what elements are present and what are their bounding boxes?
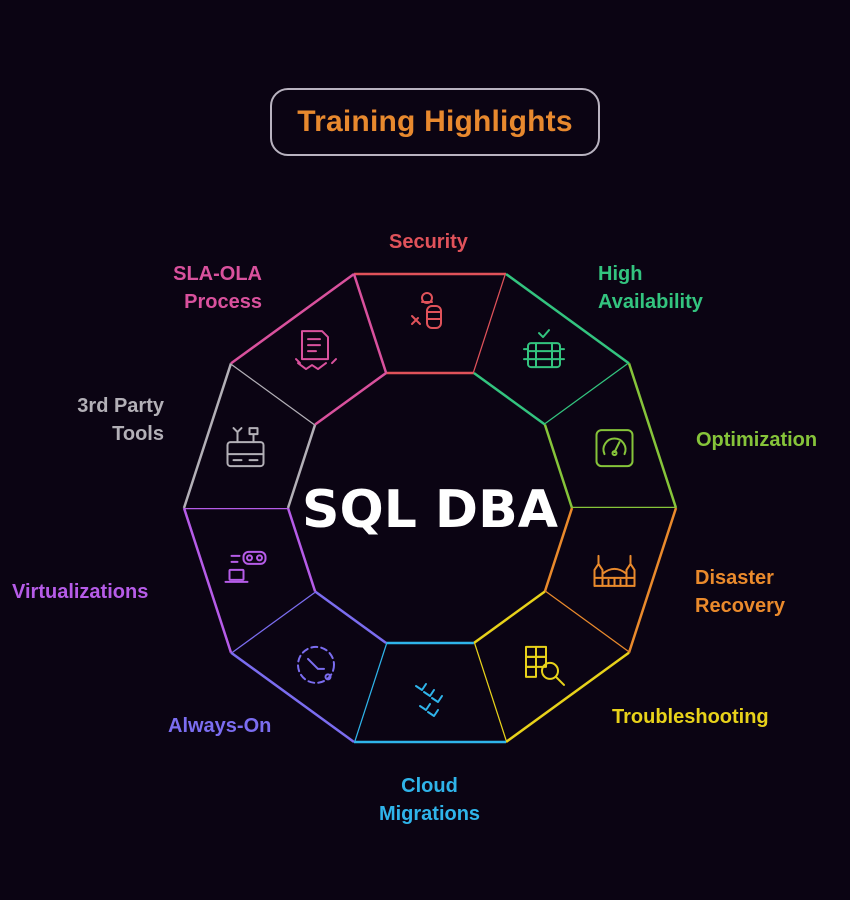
segment-label-line: Migrations [378,803,481,825]
birds-migration-icon [415,683,443,717]
title-pill: Training Highlights [270,88,600,156]
security-guard-database-icon [411,292,442,329]
segment-inner-edge [473,590,546,645]
segment-5 [473,591,630,742]
segment-label-line: High [598,263,643,285]
segment-label-10: SLA-OLA Process [150,260,262,316]
segment-outer-edge [182,507,233,653]
toolbox-icon [226,427,265,468]
segment-inner-edge [543,507,574,592]
segment-3 [544,363,676,508]
segment-inner-edge [473,371,546,426]
segment-label-1: Security [389,228,468,256]
segment-4 [544,508,676,653]
segment-1 [353,274,507,373]
bridge-building-icon [593,554,636,587]
segment-divider [352,273,388,374]
server-rack-check-icon [523,329,565,369]
speedometer-gauge-icon [595,429,634,468]
segment-inner-edge [314,371,387,426]
segment-label-line: Tools [112,423,164,445]
segment-label-line: Process [184,291,262,313]
contract-handshake-icon [295,330,337,371]
segment-label-line: Recovery [695,595,786,617]
segment-9 [184,363,316,508]
segment-inner-edge [543,424,574,509]
segment-8 [184,508,316,653]
segment-label-3: Optimization [696,426,817,454]
segment-label-line: Security [389,231,468,253]
segment-label-line: Virtualizations [12,581,149,603]
segment-inner-edge [314,590,387,645]
segment-outer-edge [230,273,355,365]
segment-10 [230,274,387,425]
segment-outer-edge [505,273,630,365]
center-label: SQL DBA [302,480,558,540]
segment-label-5: Troubleshooting [612,703,769,731]
segment-7 [230,591,387,742]
segment-outer-edge [182,363,233,509]
segment-label-line: Always-On [168,715,272,737]
segment-outer-edge [505,651,630,743]
diagram-title: Training Highlights [297,105,573,138]
vr-headset-laptop-icon [224,550,267,583]
segment-label-line: Disaster [695,567,774,589]
segment-label-line: Optimization [696,429,818,451]
segment-outer-edge [627,363,678,509]
segment-outer-edge [230,651,355,743]
segment-label-7: Always-On [168,712,271,740]
segment-label-line: Troubleshooting [612,706,769,728]
dashed-circle-cycle-icon [297,645,335,684]
segment-label-line: Cloud [401,775,458,797]
segment-label-line: 3rd Party [77,395,164,417]
segment-6 [353,643,507,742]
segment-inner-edge [286,507,317,592]
puzzle-magnifier-icon [525,645,565,686]
segment-outer-edge [627,507,678,653]
segment-label-8: Virtualizations [12,578,148,606]
segment-label-line: SLA-OLA [173,263,262,285]
segment-label-line: Availability [598,291,703,313]
segment-inner-edge [286,424,317,509]
